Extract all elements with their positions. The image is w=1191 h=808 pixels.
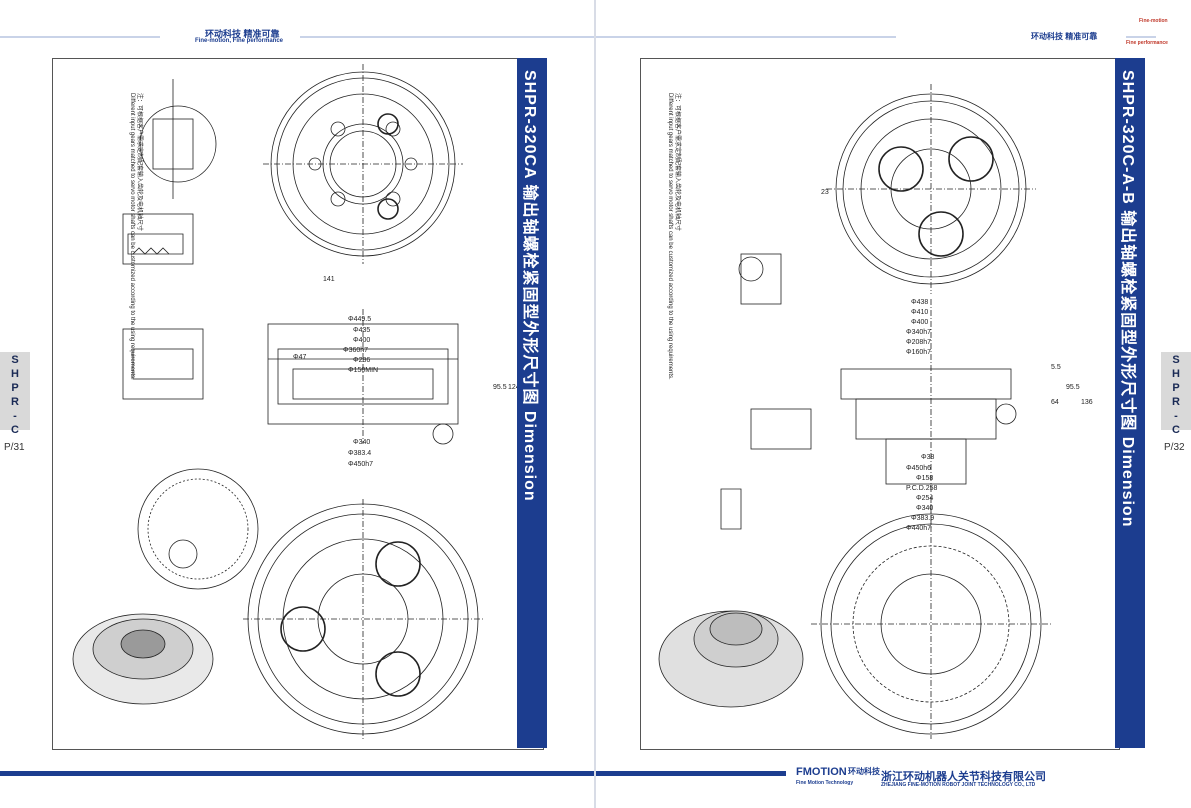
dim-label: Φ38 <box>921 454 934 461</box>
footer-bar <box>596 771 786 776</box>
dim-label: Φ208h7 <box>906 339 931 346</box>
series-tab: S H P R - C <box>0 352 30 436</box>
drawing-panel: 注：可根据客户需求定制配套输入齿轮及电机轴尺寸 Different input … <box>52 58 544 750</box>
dim-label: Φ340h7 <box>906 329 931 336</box>
dim-label: Φ150MIN <box>348 367 378 374</box>
dim-label: Φ286 <box>353 357 370 364</box>
dim-label: Φ438 <box>911 299 928 306</box>
tab-letter: H <box>1172 368 1180 380</box>
header-rule <box>1126 36 1156 38</box>
tab-letter: S <box>11 354 19 366</box>
technical-drawing: Φ449.5 Φ435 Φ400 Φ360h7 Φ286 Φ150MIN Φ47… <box>72 64 520 739</box>
tab-letter: S <box>1172 354 1180 366</box>
dim-label: Φ158 <box>916 475 933 482</box>
dim-label: Φ340 <box>353 439 370 446</box>
dim-label: 124 <box>508 384 520 391</box>
tab-letter: C <box>1172 424 1180 436</box>
header-slogan: 环动科技 精准可靠 <box>1031 32 1098 41</box>
title-banner: SHPR-320CA 输出轴螺栓紧固型外形尺寸图 Dimension <box>517 58 547 748</box>
dim-label: Φ450h6 <box>906 465 931 472</box>
dim-label: 136 <box>1081 399 1093 406</box>
header-slogan-en: Fine-motion, Fine performance <box>195 38 284 44</box>
tab-letter: H <box>11 368 19 380</box>
brand-logo: FMOTION <box>796 766 847 778</box>
company-name-cn: 浙江环动机器人关节科技有限公司 <box>881 771 1046 783</box>
left-page: 环动科技 精准可靠 Fine-motion, Fine performance … <box>0 0 595 808</box>
gutter <box>594 0 596 808</box>
header-rule <box>0 36 160 38</box>
brand-cn: 环动科技 <box>848 767 880 776</box>
right-page: 环动科技 精准可靠 Fine-motion Fine performance 注… <box>596 0 1191 808</box>
tab-letter: C <box>11 424 19 436</box>
tab-letter: P <box>1172 382 1180 394</box>
dim-label: Φ440h7 <box>906 525 931 532</box>
dim-label: Φ435 <box>353 327 370 334</box>
dim-label: Φ383.4 <box>348 450 371 457</box>
header-en-2: Fine performance <box>1126 40 1168 46</box>
header-en-1: Fine-motion <box>1139 18 1168 24</box>
page-number: P/31 <box>4 442 25 453</box>
drawing-panel: 注：可根据客户需求定制配套输入齿轮及电机轴尺寸 Different input … <box>640 58 1120 750</box>
series-tab: S H P R - C <box>1161 352 1191 436</box>
tab-letter: - <box>13 410 17 422</box>
tab-letter: P <box>11 382 19 394</box>
title-banner: SHPR-320C-A-B 输出轴螺栓紧固型外形尺寸图 Dimension <box>1115 58 1145 748</box>
dim-label: Φ383.9 <box>911 515 934 522</box>
dim-label: Φ400 <box>353 337 370 344</box>
footer-bar <box>0 771 595 776</box>
header-slogan: 环动科技 精准可靠 <box>205 29 280 39</box>
dim-label: Φ449.5 <box>348 316 371 323</box>
banner-title: SHPR-320CA 输出轴螺栓紧固型外形尺寸图 Dimension <box>521 70 538 502</box>
dim-label: 64 <box>1051 399 1059 406</box>
header-rule <box>300 36 595 38</box>
dim-label: Φ410 <box>911 309 928 316</box>
tab-letter: R <box>11 396 19 408</box>
page-number: P/32 <box>1164 442 1185 453</box>
tab-letter: - <box>1174 410 1178 422</box>
dim-label: P.C.D.258 <box>906 485 937 492</box>
dim-label: 141 <box>323 276 335 283</box>
dim-label: Φ47 <box>293 354 306 361</box>
tab-letter: R <box>1172 396 1180 408</box>
dim-label: Φ450h7 <box>348 461 373 468</box>
dim-label: 95.5 <box>1066 384 1080 391</box>
technical-drawing: Φ438 Φ410 Φ400 Φ340h7 Φ208h7 Φ160h7 Φ38 … <box>658 84 1093 739</box>
banner-title: SHPR-320C-A-B 输出轴螺栓紧固型外形尺寸图 Dimension <box>1119 70 1136 528</box>
dim-label: 95.5 <box>493 384 507 391</box>
dim-label: 23 <box>821 189 829 196</box>
dim-label: Φ160h7 <box>906 349 931 356</box>
header-rule <box>596 36 896 38</box>
company-name-en: ZHEJIANG FINE-MOTION ROBOT JOINT TECHNOL… <box>881 782 1036 788</box>
dim-label: Φ340 <box>916 505 933 512</box>
dim-label: Φ254 <box>916 495 933 502</box>
dim-label: 5.5 <box>1051 364 1061 371</box>
dim-label: Φ360h7 <box>343 347 368 354</box>
dim-label: Φ400 <box>911 319 928 326</box>
brand-sub: Fine Motion Technology <box>796 780 854 786</box>
